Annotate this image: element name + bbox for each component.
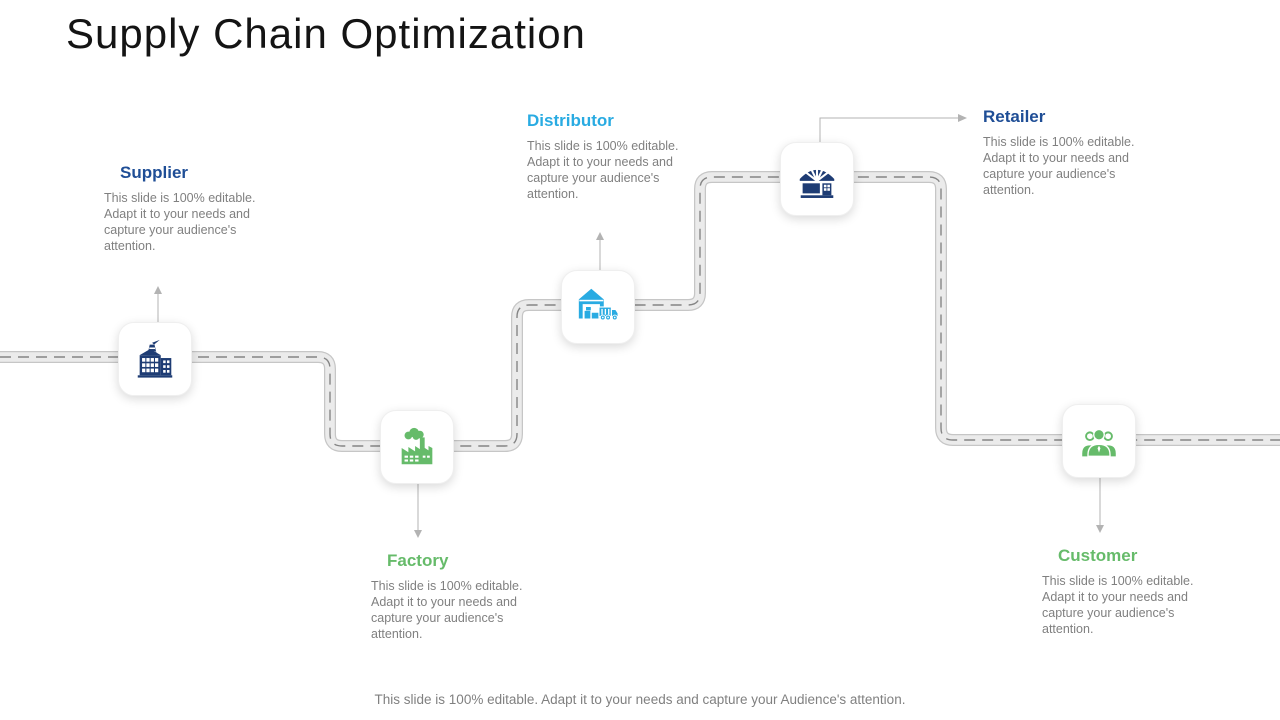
customers-group-icon (1082, 428, 1116, 458)
factory-description: This slide is 100% editable. Adapt it to… (371, 579, 523, 641)
factory-text-block: Factory This slide is 100% editable. Ada… (371, 551, 527, 642)
distributor-connector-arrow-icon (596, 232, 604, 270)
retailer-card (780, 142, 854, 216)
supplier-label: Supplier (120, 163, 189, 182)
storefront-icon (799, 165, 835, 198)
warehouse-truck-icon (578, 288, 619, 321)
retailer-text-block: Retailer This slide is 100% editable. Ad… (983, 107, 1139, 198)
retailer-connector-arrow-icon (819, 114, 967, 142)
supplier-card (118, 322, 192, 396)
customer-card (1062, 404, 1136, 478)
factory-label: Factory (387, 551, 449, 570)
retailer-label: Retailer (983, 107, 1046, 126)
page-title: Supply Chain Optimization (66, 10, 586, 57)
factory-connector-arrow-icon (414, 482, 422, 538)
customer-description: This slide is 100% editable. Adapt it to… (1042, 574, 1194, 636)
factory-icon (401, 427, 433, 465)
customer-label: Customer (1058, 546, 1138, 565)
distributor-label: Distributor (527, 111, 614, 130)
customer-connector-arrow-icon (1096, 476, 1104, 533)
supplier-description: This slide is 100% editable. Adapt it to… (104, 191, 256, 253)
supplier-building-icon (137, 339, 173, 378)
slide-footer-note: This slide is 100% editable. Adapt it to… (374, 692, 906, 707)
customer-text-block: Customer This slide is 100% editable. Ad… (1042, 546, 1198, 637)
distributor-text-block: Distributor This slide is 100% editable.… (527, 111, 683, 202)
factory-card (380, 410, 454, 484)
distributor-card (561, 270, 635, 344)
supplier-connector-arrow-icon (154, 286, 162, 322)
supplier-text-block: Supplier This slide is 100% editable. Ad… (104, 163, 260, 254)
distributor-description: This slide is 100% editable. Adapt it to… (527, 139, 679, 201)
retailer-description: This slide is 100% editable. Adapt it to… (983, 135, 1135, 197)
